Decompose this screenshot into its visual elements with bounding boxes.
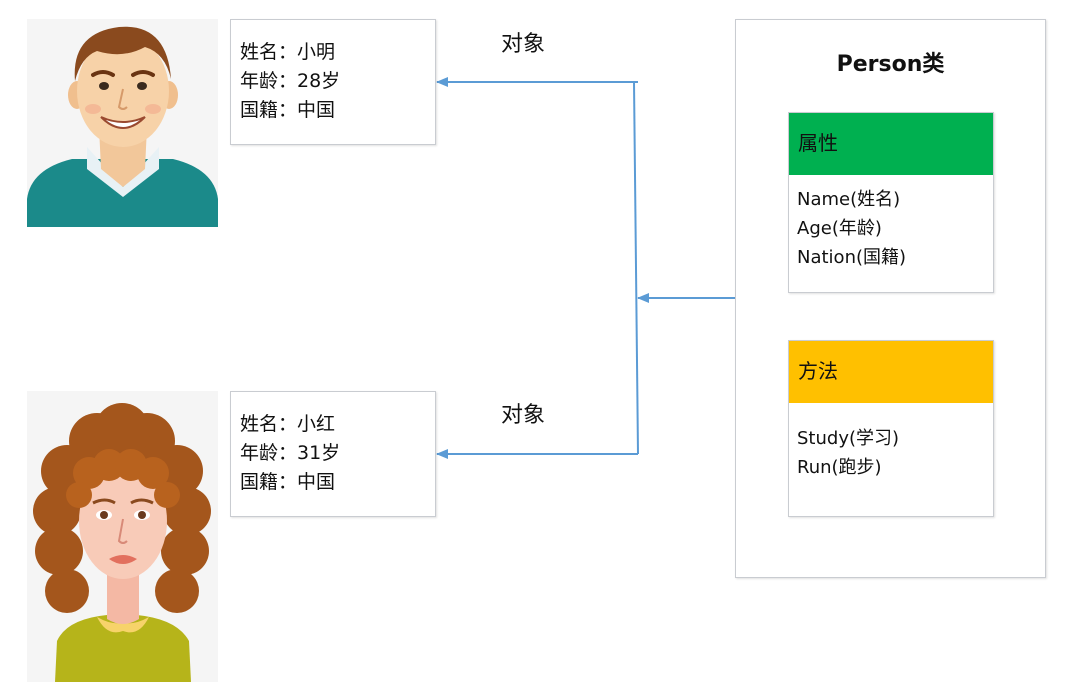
- object-2-nation: 国籍：中国: [240, 471, 336, 493]
- object-2-age: 年龄：31岁: [240, 442, 341, 464]
- attributes-header: 属性: [789, 113, 993, 175]
- class-title: Person类: [836, 52, 945, 77]
- methods-section: 方法 Study(学习) Run(跑步): [788, 340, 994, 517]
- method-item: Study(学习): [797, 428, 900, 449]
- object-1-age: 年龄：28岁: [240, 70, 341, 92]
- object-1-nation: 国籍：中国: [240, 99, 336, 121]
- methods-list: Study(学习) Run(跑步): [789, 403, 993, 482]
- object-1-name: 姓名：小明: [240, 41, 336, 63]
- woman-avatar-icon: [33, 403, 211, 682]
- edge-label-object-2: 对象: [501, 403, 546, 428]
- connector-trunk: [633, 81, 639, 455]
- man-avatar: [27, 19, 218, 227]
- method-item: Run(跑步): [797, 457, 882, 478]
- edge-label-object-1: 对象: [501, 32, 546, 57]
- attributes-list: Name(姓名) Age(年龄) Nation(国籍): [789, 175, 993, 272]
- attribute-item: Nation(国籍): [797, 247, 907, 268]
- object-card-2: 姓名：小红 年龄：31岁 国籍：中国: [230, 391, 436, 517]
- attribute-item: Age(年龄): [797, 218, 882, 239]
- attribute-item: Name(姓名): [797, 189, 901, 210]
- object-card-1: 姓名：小明 年龄：28岁 国籍：中国: [230, 19, 436, 145]
- object-2-name: 姓名：小红: [240, 413, 336, 435]
- man-avatar-icon: [27, 26, 218, 227]
- methods-header: 方法: [789, 341, 993, 403]
- woman-avatar: [27, 391, 218, 682]
- attributes-section: 属性 Name(姓名) Age(年龄) Nation(国籍): [788, 112, 994, 293]
